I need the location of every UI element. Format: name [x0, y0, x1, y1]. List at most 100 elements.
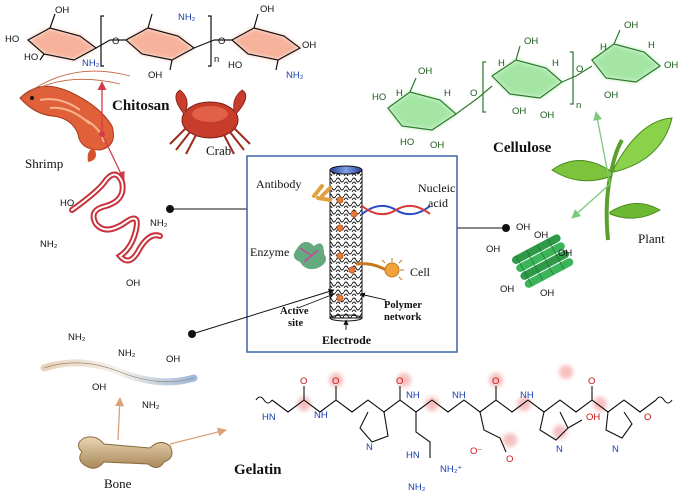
gel-nh3-plus: NH₂⁺ — [440, 464, 462, 475]
gel-o-5: O — [506, 454, 513, 465]
chitosan-ho-2: HO — [24, 52, 38, 63]
cellulose-structure: OH HO HO OH O OH OH OH n O OH OH OH H H … — [372, 20, 678, 151]
cellulose-o-1: O — [470, 88, 477, 99]
gel-nh-2: NH — [406, 390, 420, 401]
fiber-ho: HO — [60, 198, 74, 209]
connector-gelatin — [191, 288, 335, 335]
cellulose-ho-2: HO — [400, 137, 414, 148]
shrimp-label: Shrimp — [25, 156, 63, 171]
cellulose-fiber-bundle — [512, 234, 574, 288]
chitosan-nh2-1: NH₂ — [82, 58, 100, 69]
gel-o-2: O — [332, 376, 339, 387]
nucleic-acid-label-1: Nucleic — [418, 181, 455, 195]
chitosan-ho-3: HO — [228, 60, 242, 71]
chitosan-nh2-2: NH₂ — [178, 12, 196, 23]
cellulose-oh-4: OH — [512, 106, 526, 117]
cellulose-oh-2: OH — [430, 140, 444, 151]
electrode-label: Electrode — [322, 333, 372, 347]
gel-nh2-1: NH₂ — [408, 482, 426, 493]
chitosan-ho-1: HO — [5, 34, 19, 45]
shrimp-image — [19, 70, 131, 162]
chitosan-nh2-3: NH₂ — [286, 70, 304, 81]
cellulose-n: n — [576, 100, 581, 111]
chitosan-oh-1: OH — [55, 5, 69, 16]
cellulose-h-3: H — [498, 58, 505, 69]
cellulose-oh-6: OH — [624, 20, 638, 31]
fiber-h2n: NH₂ — [40, 239, 58, 250]
cellulose-oh-5: OH — [540, 110, 554, 121]
gel-o-4: O — [492, 376, 499, 387]
fiber-nh2: NH₂ — [150, 218, 168, 229]
enzyme-label: Enzyme — [250, 245, 289, 259]
gel-nh-1: NH — [314, 410, 328, 421]
gelatin-label: Gelatin — [234, 462, 282, 478]
arrow-to-chitosan-fiber — [101, 133, 125, 181]
gel-nh-4: NH — [520, 390, 534, 401]
polymer-network-label-2: network — [384, 312, 421, 323]
cellulose-oh-1: OH — [418, 66, 432, 77]
gelfiber-nh2-2: NH₂ — [118, 348, 136, 359]
gelfiber-nh2-1: NH₂ — [68, 332, 86, 343]
gel-o-minus: O⁻ — [470, 446, 482, 457]
gel-o-7: O — [644, 412, 651, 423]
cell-icon — [355, 258, 404, 281]
chitosan-n: n — [214, 54, 219, 65]
crab-image — [169, 89, 251, 155]
gel-nh-3: NH — [452, 390, 466, 401]
bundle-oh-3: OH — [534, 230, 548, 241]
chitosan-oh-2: OH — [148, 70, 162, 81]
gel-o-6: O — [588, 376, 595, 387]
dna-icon — [361, 204, 431, 216]
bundle-oh-6: OH — [540, 288, 554, 299]
active-site-label-1: Active — [280, 306, 309, 317]
bone-image — [78, 436, 173, 469]
polymer-network-label-1: Polymer — [384, 300, 422, 311]
cellulose-h-5: H — [600, 42, 607, 53]
cellulose-h-1: H — [396, 88, 403, 99]
arrow-to-cellulose-fiber — [571, 183, 611, 219]
chitosan-o-2: O — [218, 36, 225, 47]
fiber-oh: OH — [126, 278, 140, 289]
active-site-label-2: site — [288, 318, 304, 329]
bundle-oh-5: OH — [500, 284, 514, 295]
bundle-oh-4: OH — [558, 248, 572, 259]
chitosan-oh-3: OH — [260, 4, 274, 15]
antibody-label: Antibody — [256, 177, 301, 191]
cellulose-oh-8: OH — [604, 90, 618, 101]
antibody-icon — [312, 184, 332, 202]
gel-n-2: N — [556, 444, 563, 455]
gel-o-3: O — [396, 376, 403, 387]
chitosan-o-1: O — [112, 36, 119, 47]
chitosan-oh-4: OH — [302, 40, 316, 51]
gelfiber-nh2-3: NH₂ — [142, 400, 160, 411]
cell-label: Cell — [410, 265, 431, 279]
crab-label: Crab — [206, 143, 231, 158]
chitosan-structure: OH HO HO NH₂ O NH₂ OH n O OH HO OH NH₂ — [5, 4, 316, 81]
gel-hn-2: HN — [406, 450, 420, 461]
gelatin-structure: HN O NH O N O NH NH₂⁺ NH₂ HN NH O O⁻ O N… — [255, 365, 673, 493]
gel-oh: OH — [586, 412, 600, 423]
gelatin-fiber — [40, 359, 198, 386]
chitosan-fiber — [69, 171, 163, 264]
cellulose-h-6: H — [648, 40, 655, 51]
bundle-oh-1: OH — [486, 244, 500, 255]
gel-n-1: N — [366, 442, 373, 453]
arrow-to-cellulose — [593, 111, 611, 185]
gelfiber-oh-1: OH — [166, 354, 180, 365]
electrode-panel: Antibody Nucleic acid Enzyme Cell Active… — [246, 155, 458, 353]
gel-n-3: N — [612, 444, 619, 455]
nucleic-acid-label-2: acid — [428, 196, 448, 210]
gelfiber-oh-2: OH — [92, 382, 106, 393]
cellulose-ho-1: HO — [372, 92, 386, 103]
chitosan-label: Chitosan — [112, 98, 170, 114]
plant-image — [551, 117, 673, 241]
cellulose-o-2: O — [576, 64, 583, 75]
cellulose-oh-7: OH — [664, 60, 678, 71]
plant-label: Plant — [638, 231, 665, 246]
enzyme-icon — [293, 241, 326, 270]
bone-label: Bone — [104, 476, 132, 491]
cellulose-h-4: H — [552, 58, 559, 69]
cellulose-label: Cellulose — [493, 140, 552, 156]
bundle-oh-2: OH — [516, 222, 530, 233]
